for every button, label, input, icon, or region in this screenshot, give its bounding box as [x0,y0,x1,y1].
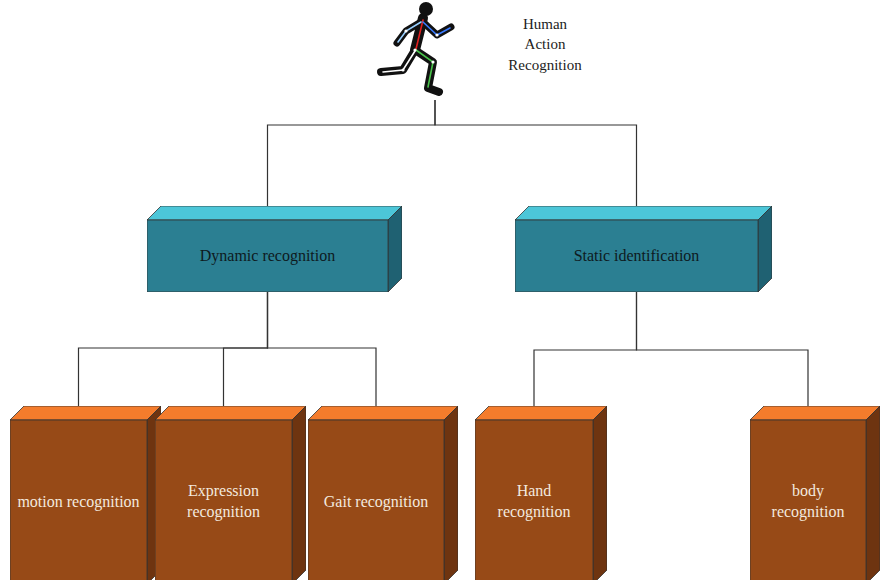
box-label: Expression recognition [161,481,286,523]
box-text-area: Expression recognition [155,420,292,580]
box-top-face [515,206,772,220]
tree-connector [79,292,268,406]
box-front-face [308,420,444,580]
category-box: body recognition [750,406,880,580]
root-title: Human Action Recognition [503,14,587,75]
runner-icon [375,0,465,100]
category-box: motion recognition [10,406,161,580]
box-front-face [515,220,758,292]
category-box: Hand recognition [475,406,607,580]
box-side-face [292,406,306,580]
box-front-face [10,420,147,580]
tree-connector [268,100,436,206]
box-side-face [444,406,458,580]
category-box: Static identification [515,206,772,292]
box-label: Hand recognition [481,481,587,523]
box-text-area: Static identification [515,220,758,292]
box-top-face [308,406,458,420]
tree-connector [637,292,809,406]
box-side-face [758,206,772,292]
box-front-face [750,420,866,580]
box-text-area: Dynamic recognition [147,220,388,292]
box-text-area: Gait recognition [308,420,444,580]
box-label: body recognition [756,481,860,523]
box-side-face [866,406,880,580]
tree-connector [268,292,377,406]
box-front-face [475,420,593,580]
box-text-area: motion recognition [10,420,147,580]
box-front-face [147,220,388,292]
tree-connector [534,292,637,406]
tree-connector [435,100,637,206]
tree-connector [224,292,268,406]
box-top-face [147,206,402,220]
box-front-face [155,420,292,580]
box-side-face [388,206,402,292]
box-label: Dynamic recognition [200,246,336,267]
category-box: Expression recognition [155,406,306,580]
category-box: Dynamic recognition [147,206,402,292]
root-node: Human Action Recognition [375,2,595,100]
category-box: Gait recognition [308,406,458,580]
box-label: Static identification [574,246,700,267]
box-top-face [750,406,880,420]
box-top-face [155,406,306,420]
box-side-face [593,406,607,580]
box-label: Gait recognition [324,492,428,513]
box-label: motion recognition [17,492,139,513]
box-text-area: body recognition [750,420,866,580]
box-text-area: Hand recognition [475,420,593,580]
box-top-face [475,406,607,420]
box-top-face [10,406,161,420]
